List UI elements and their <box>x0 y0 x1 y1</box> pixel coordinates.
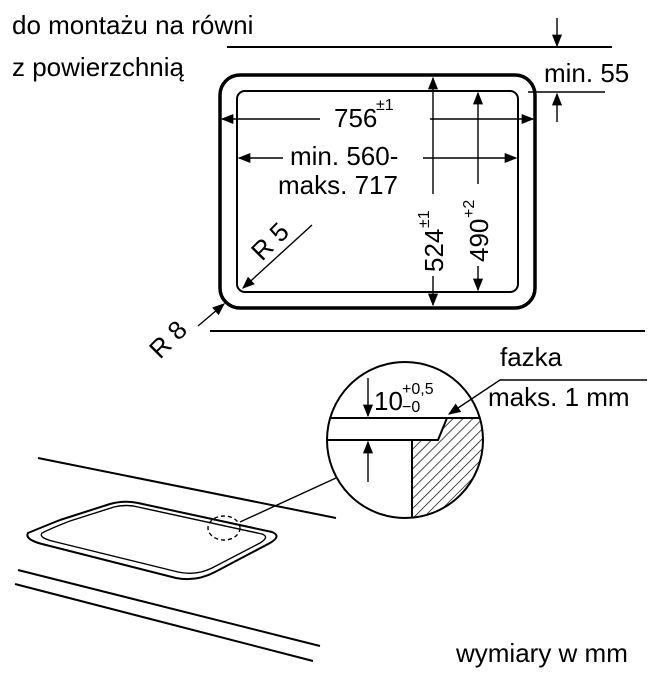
worktop-front-edge-bottom <box>14 583 314 662</box>
width-range-label-bg <box>283 137 423 195</box>
worktop-back-edge <box>37 457 337 519</box>
bevel-label-line1: fazka <box>500 342 563 372</box>
radius-5-leader <box>242 224 313 289</box>
height-490-label-group: 490 +2 <box>461 184 494 266</box>
width-756-tolerance: ±1 <box>376 97 394 114</box>
width-756-label: 756 <box>334 103 377 133</box>
height-524-label-group: 524 ±1 <box>416 194 449 276</box>
detail-leader-line <box>239 477 337 523</box>
width-range-label-line1: min. 560- <box>290 141 398 171</box>
perspective-view <box>14 457 337 662</box>
radius-8-label: R 8 <box>143 314 193 364</box>
radius-8-leader <box>197 303 225 327</box>
edge-detail: 10 +0,5 −0 fazka maks. 1 mm <box>326 342 647 519</box>
hob-cutout-inner <box>40 504 267 575</box>
flush-label-line1: do montażu na równi <box>12 10 253 40</box>
bevel-label-line2: maks. 1 mm <box>488 382 630 412</box>
hob-cutout-outer <box>26 500 278 581</box>
cutout-outer-outline <box>218 73 537 310</box>
worktop-section-hatch <box>411 417 483 518</box>
step-tolerance-upper: +0,5 <box>402 381 434 398</box>
units-note: wymiary w mm <box>455 638 628 668</box>
worktop-front-edge-top <box>17 569 321 647</box>
height-524-tolerance: ±1 <box>416 210 433 228</box>
step-value-label: 10 <box>374 386 403 416</box>
width-label-bg <box>320 96 430 128</box>
bevel-leader <box>447 379 647 415</box>
radius-5-label: R 5 <box>245 216 295 266</box>
height-490-tolerance: +2 <box>461 200 478 218</box>
detail-circle <box>326 361 484 519</box>
height-490-label: 490 <box>464 219 494 262</box>
detail-marker-circle <box>207 515 241 541</box>
plan-view: do montażu na równi z powierzchnią min. … <box>12 10 645 364</box>
height-524-label: 524 <box>419 229 449 272</box>
cutout-inner-outline <box>236 90 519 293</box>
min-depth-label: min. 55 <box>544 58 629 88</box>
width-range-label-line2: maks. 717 <box>278 170 398 200</box>
step-tolerance-lower: −0 <box>402 399 420 416</box>
flush-label-line2: z powierzchnią <box>12 52 185 82</box>
